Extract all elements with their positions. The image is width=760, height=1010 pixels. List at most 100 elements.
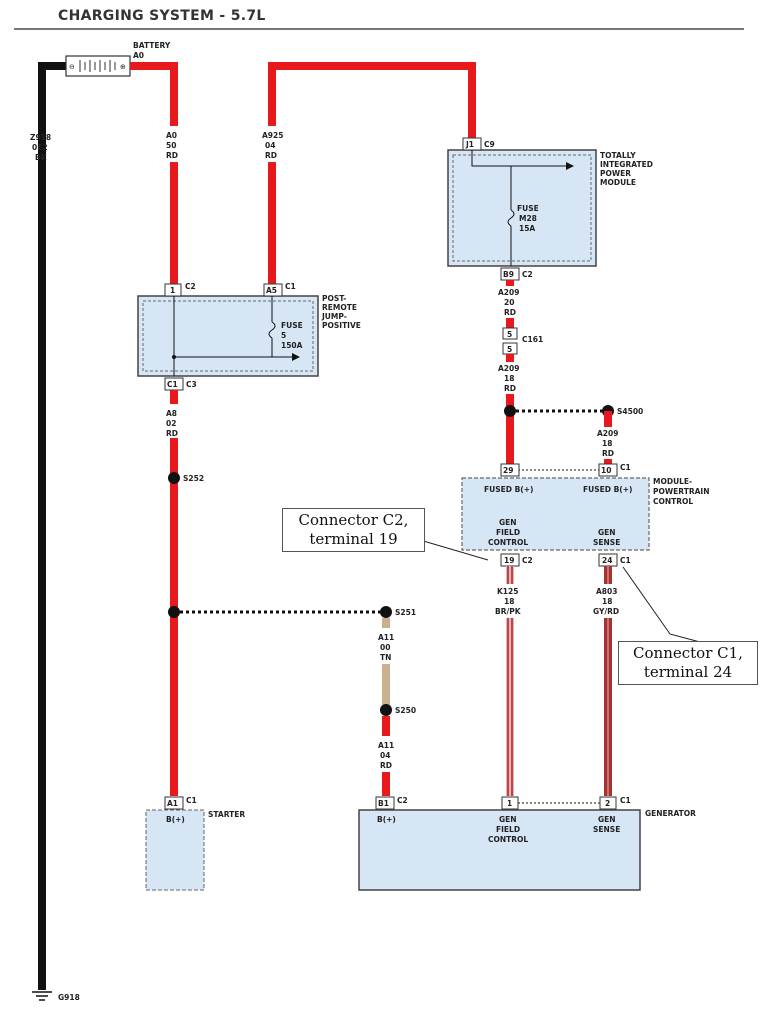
wire-a209c-gauge: 18 bbox=[602, 439, 612, 448]
generator-pin-b1: B1 bbox=[378, 799, 389, 808]
generator-field-1: GEN bbox=[499, 815, 517, 824]
ground-label: G918 bbox=[58, 993, 80, 1002]
wire-a209a-gauge: 20 bbox=[504, 298, 514, 307]
callout-c1-leader bbox=[622, 566, 701, 643]
pcm-fused-b1: FUSED B(+) bbox=[484, 485, 533, 494]
post-fuse-id: 5 bbox=[281, 331, 286, 340]
battery-label: BATTERY bbox=[133, 41, 171, 50]
splice-s250 bbox=[380, 704, 392, 716]
tipm-pin-j1: J1 bbox=[465, 140, 474, 149]
tipm-pin-b9: B9 bbox=[503, 270, 514, 279]
wire-a209b-code: A209 bbox=[498, 364, 519, 373]
tipm-fuse-id: M28 bbox=[519, 214, 537, 223]
tipm-label-1: TOTALLY bbox=[600, 151, 636, 160]
pcm-conn-c1-top: C1 bbox=[620, 463, 631, 472]
pcm-gen-field-2: FIELD bbox=[496, 528, 520, 537]
post-box bbox=[137, 295, 319, 377]
callout-connector-c2: Connector C2, terminal 19 bbox=[282, 508, 425, 552]
pcm-conn-c1: C1 bbox=[620, 556, 631, 565]
callout-c2-leader bbox=[419, 539, 489, 561]
pcm-gen-field-1: GEN bbox=[499, 518, 517, 527]
post-pin-c1: C1 bbox=[167, 380, 178, 389]
post-pin-a5: A5 bbox=[266, 286, 277, 295]
starter-bplus: B(+) bbox=[166, 815, 185, 824]
post-label-1: POST- bbox=[322, 294, 346, 303]
pcm-label-2: POWERTRAIN bbox=[653, 487, 709, 496]
c161-pin-bottom: 5 bbox=[507, 345, 512, 354]
splice-s4500-label: S4500 bbox=[617, 407, 643, 416]
tipm-label-4: MODULE bbox=[600, 178, 636, 187]
wire-a209c-color: RD bbox=[602, 449, 614, 458]
svg-text:⊖: ⊖ bbox=[69, 63, 75, 71]
battery-sub-label: A0 bbox=[133, 51, 144, 60]
pcm-gen-sense-2: SENSE bbox=[593, 538, 620, 547]
wire-k125-color: BR/PK bbox=[495, 607, 522, 616]
wire-a209a-color: RD bbox=[504, 308, 516, 317]
starter-conn-c1: C1 bbox=[186, 796, 197, 805]
pcm-fused-b2: FUSED B(+) bbox=[583, 485, 632, 494]
wire-a209a-code: A209 bbox=[498, 288, 519, 297]
pcm-pin-29: 29 bbox=[503, 466, 513, 475]
splice-s251-left bbox=[168, 606, 180, 618]
pcm-label-3: CONTROL bbox=[653, 497, 693, 506]
wire-a925-color: RD bbox=[265, 151, 277, 160]
wire-a925 bbox=[268, 62, 476, 284]
wire-z918 bbox=[38, 62, 66, 990]
wire-z918-color: BK bbox=[35, 153, 48, 162]
tipm-conn-c9: C9 bbox=[484, 140, 495, 149]
wire-a0-color: RD bbox=[166, 151, 178, 160]
pcm-gen-sense-1: GEN bbox=[598, 528, 616, 537]
pcm-gen-field-3: CONTROL bbox=[488, 538, 528, 547]
generator-sense-2: SENSE bbox=[593, 825, 620, 834]
wire-z918-gauge: 0E2 bbox=[32, 143, 48, 152]
pcm-box bbox=[461, 477, 650, 551]
callout-c2-line2: terminal 19 bbox=[309, 530, 398, 548]
post-label-2: REMOTE bbox=[322, 303, 357, 312]
callout-connector-c1: Connector C1, terminal 24 bbox=[618, 641, 758, 685]
wire-k125-code: K125 bbox=[497, 587, 518, 596]
wire-a11a-code: A11 bbox=[378, 633, 394, 642]
wire-a209b-color: RD bbox=[504, 384, 516, 393]
wire-a0 bbox=[130, 62, 178, 284]
generator-field-3: CONTROL bbox=[488, 835, 528, 844]
tipm-conn-c2: C2 bbox=[522, 270, 533, 279]
generator-sense-1: GEN bbox=[598, 815, 616, 824]
tipm-box bbox=[447, 149, 597, 267]
ground-symbol bbox=[32, 991, 52, 1001]
pcm-conn-c2: C2 bbox=[522, 556, 533, 565]
callout-c2-line1: Connector C2, bbox=[298, 511, 409, 529]
splice-s251 bbox=[380, 606, 392, 618]
wire-a925-code: A925 bbox=[262, 131, 283, 140]
pcm-pin-10: 10 bbox=[601, 466, 611, 475]
tipm-label-2: INTEGRATED bbox=[600, 160, 653, 169]
wire-a11a-gauge: 00 bbox=[380, 643, 390, 652]
callout-c1-line1: Connector C1, bbox=[633, 644, 743, 662]
page-title: CHARGING SYSTEM - 5.7L bbox=[58, 8, 266, 24]
wire-k125-gauge: 18 bbox=[504, 597, 514, 606]
battery-symbol: ⊖ ⊕ bbox=[65, 55, 131, 77]
wire-a209c-code: A209 bbox=[597, 429, 618, 438]
post-label-3: JUMP- bbox=[321, 312, 347, 321]
generator-conn-c1: C1 bbox=[620, 796, 631, 805]
wire-a8-gauge: 02 bbox=[166, 419, 176, 428]
wire-a925-gauge: 04 bbox=[265, 141, 275, 150]
callout-c1-line2: terminal 24 bbox=[643, 663, 733, 681]
post-conn-c2: C2 bbox=[185, 282, 196, 291]
splice-s252 bbox=[168, 472, 180, 484]
post-conn-c1: C1 bbox=[285, 282, 296, 291]
wire-a0-gauge: 50 bbox=[166, 141, 176, 150]
wire-a803-gauge: 18 bbox=[602, 597, 612, 606]
c161-pin-top: 5 bbox=[507, 330, 512, 339]
splice-s251-label: S251 bbox=[395, 608, 416, 617]
post-fuse-label: FUSE bbox=[281, 321, 303, 330]
c161-label: C161 bbox=[522, 335, 543, 344]
wire-z918-code: Z918 bbox=[30, 133, 51, 142]
post-pin-1: 1 bbox=[170, 286, 175, 295]
generator-label: GENERATOR bbox=[645, 809, 696, 818]
post-label-4: POSITIVE bbox=[322, 321, 361, 330]
wire-a209b-gauge: 18 bbox=[504, 374, 514, 383]
wire-a11a-color: TN bbox=[380, 653, 391, 662]
wire-a8-color: RD bbox=[166, 429, 178, 438]
tipm-label-3: POWER bbox=[600, 169, 631, 178]
